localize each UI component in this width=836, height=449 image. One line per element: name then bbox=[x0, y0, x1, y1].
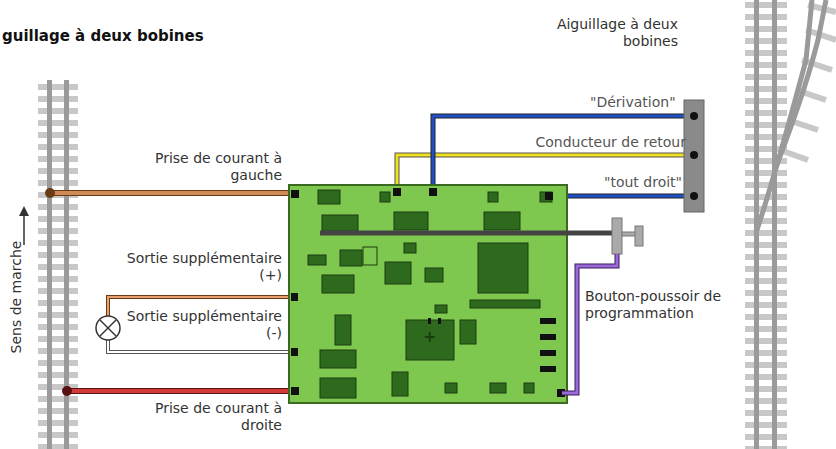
wire-label: Conducteur de retour bbox=[535, 134, 686, 151]
wire-label: "Dérivation" bbox=[590, 94, 676, 111]
component-mark: + bbox=[423, 328, 436, 345]
turnout-title: Aiguillage à deux bobines bbox=[528, 16, 678, 50]
wire-label: Prise de courant à gauche bbox=[147, 150, 282, 184]
diagram-title: guillage à deux bobines bbox=[2, 28, 204, 45]
direction-label: Sens de marche bbox=[8, 241, 25, 354]
wire-label: Sortie supplémentaire (-) bbox=[122, 308, 282, 342]
wire-label: Prise de courant à droite bbox=[147, 400, 282, 434]
wire-label: Sortie supplémentaire (+) bbox=[122, 250, 282, 284]
button-label: Bouton-poussoir de programmation bbox=[585, 288, 735, 322]
wire-label: "tout droit" bbox=[604, 174, 682, 191]
